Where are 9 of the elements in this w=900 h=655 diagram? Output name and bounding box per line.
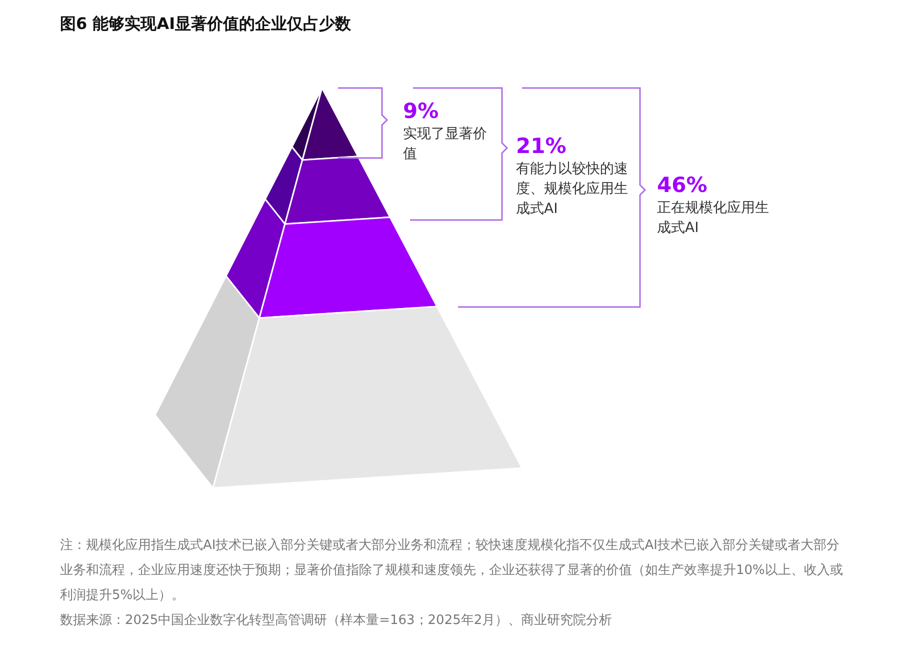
callout-text: 有能力以较快的速度、规模化应用生成式AI xyxy=(516,160,629,219)
percentage-value: 9% xyxy=(403,98,439,124)
percentage-value: 21% xyxy=(516,133,566,159)
callout-text: 正在规模化应用生成式AI xyxy=(657,199,770,238)
footnote-text: 注：规模化应用指生成式AI技术已嵌入部分关键或者大部分业务和流程；较快速度规模化指不仅生成式AI技术已嵌入部分关键或者大部分业务和流程，企业应用速度还快于预期；显著价值指除了规模和速度领先，企业还获得了显著的价值（如生产效率提升10%以上、收入或利润提升5%以上）。 xyxy=(60,537,844,605)
percentage-value: 46% xyxy=(657,172,708,198)
callout-text: 实现了显著价值 xyxy=(403,125,488,164)
chart-title: 图6 能够实现AI显著价值的企业仅占少数 xyxy=(60,13,352,35)
source-text: 数据来源：2025中国企业数字化转型高管调研（样本量=163；2025年2月）、商业研究院分析 xyxy=(60,612,614,630)
